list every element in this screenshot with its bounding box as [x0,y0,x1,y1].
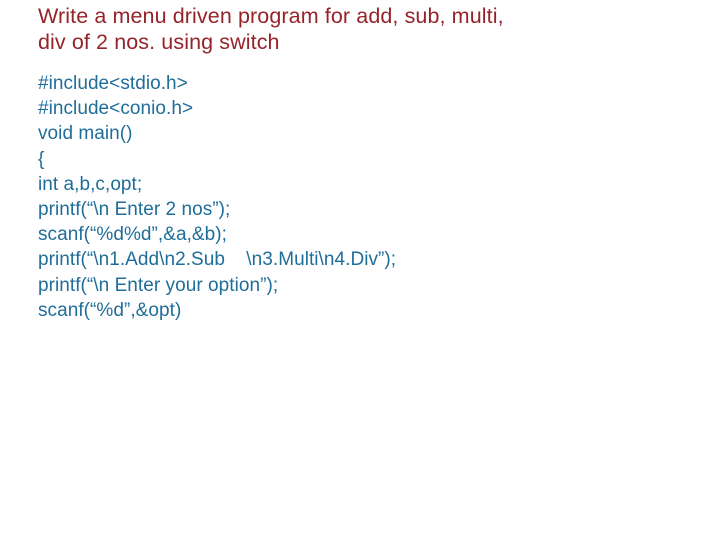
title-line-1: Write a menu driven program for add, sub… [38,4,504,28]
code-line-printf-enter-option: printf(“\n Enter your option”); [38,274,279,296]
code-line-void-main: void main() [38,123,133,145]
code-line-scanf-a-b: scanf(“%d%d”,&a,&b); [38,224,227,246]
code-line-include-conio: #include<conio.h> [38,98,194,120]
code-line-open-brace: { [38,148,45,170]
code-line-include-stdio: #include<stdio.h> [38,73,188,94]
slide-title: Write a menu driven program for add, sub… [38,3,678,55]
code-line-printf-menu: printf(“\n1.Add\n2.Sub \n3.Multi\n4.Div”… [38,249,397,271]
code-listing: #include<stdio.h> #include<conio.h> void… [38,71,698,323]
title-line-2: div of 2 nos. using switch [38,30,280,54]
code-line-int-decl: int a,b,c,opt; [38,173,143,195]
code-line-scanf-opt: scanf(“%d”,&opt) [38,299,182,321]
code-line-printf-enter-2-nos: printf(“\n Enter 2 nos”); [38,199,231,221]
